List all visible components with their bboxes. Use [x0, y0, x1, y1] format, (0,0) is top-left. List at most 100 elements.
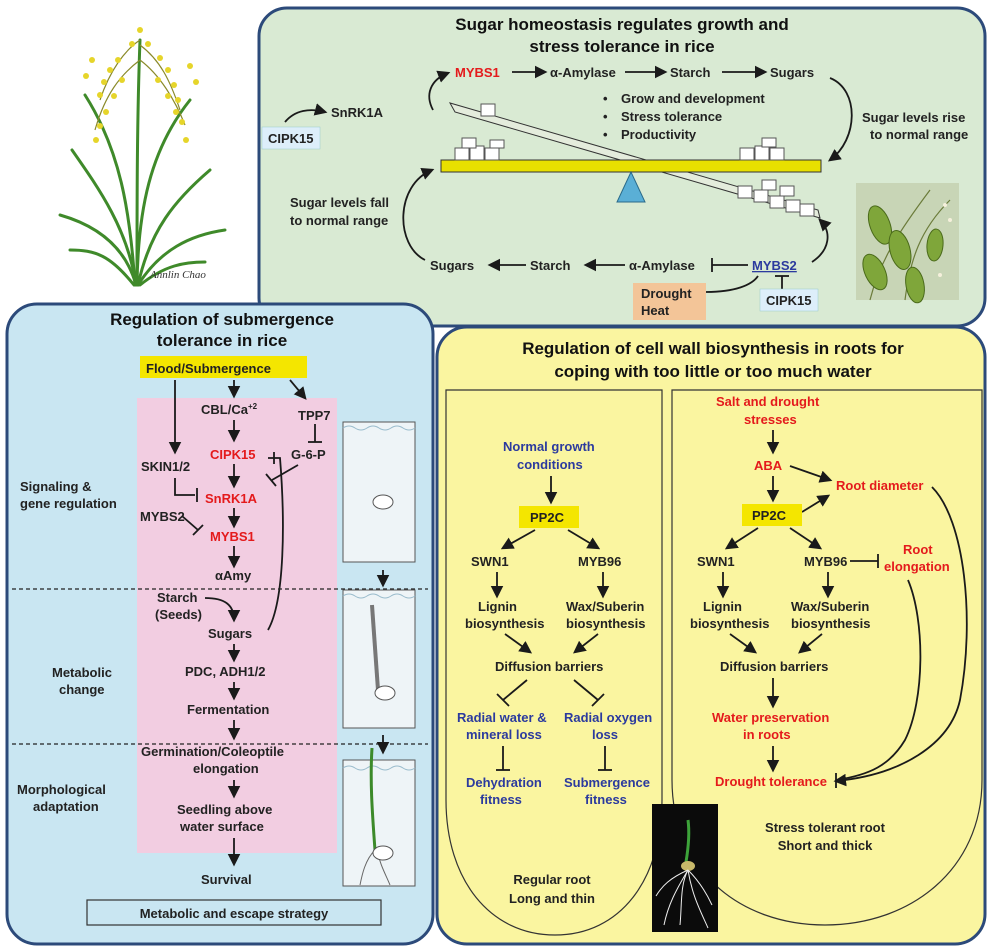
flood-box	[140, 356, 307, 378]
myb96-left: MYB96	[578, 554, 621, 569]
rice-grain-photo	[856, 183, 959, 304]
left-sugars: Sugars	[208, 626, 252, 641]
fall-line1: Sugar levels fall	[290, 195, 389, 210]
root-elongation-1: Root	[903, 542, 933, 557]
submergence-fit-2: fitness	[585, 792, 627, 807]
drought-heat-box	[633, 283, 706, 320]
left-title-line2: tolerance in rice	[157, 331, 287, 350]
bullet-growth: Grow and development	[621, 91, 765, 106]
fermentation: Fermentation	[187, 702, 269, 717]
aamy: αAmy	[215, 568, 252, 583]
stage-signaling-1: Signaling &	[20, 479, 92, 494]
normal-growth-1: Normal growth	[503, 439, 595, 454]
stage-metabolic-1: Metabolic	[52, 665, 112, 680]
germination-1: Germination/Coleoptile	[141, 744, 284, 759]
seesaw-balance	[440, 102, 822, 219]
radial-oxygen-2: loss	[592, 727, 618, 742]
skin12: SKIN1/2	[141, 459, 190, 474]
drought-tolerance: Drought tolerance	[715, 774, 827, 789]
water-preservation-1: Water preservation	[712, 710, 829, 725]
lignin-left-1: Lignin	[478, 599, 517, 614]
swn1-left: SWN1	[471, 554, 509, 569]
seedling-2: water surface	[179, 819, 264, 834]
rise-line2: to normal range	[870, 127, 968, 142]
salt-drought-1: Salt and drought	[716, 394, 820, 409]
starch-seeds-1: Starch	[157, 590, 198, 605]
regular-root-2: Long and thin	[509, 891, 595, 906]
cell-wall-panel	[435, 325, 987, 946]
dehydration-1: Dehydration	[466, 775, 542, 790]
pdc-adh: PDC, ADH1/2	[185, 664, 265, 679]
fall-line2: to normal range	[290, 213, 388, 228]
top-mybs1: MYBS1	[455, 65, 500, 80]
root-diameter: Root diameter	[836, 478, 923, 493]
outcome-bullet-list: • Grow and development • Stress toleranc…	[603, 91, 765, 142]
lignin-right-2: biosynthesis	[690, 616, 769, 631]
g6p: G-6-P	[291, 447, 326, 462]
top-sugars-bottom: Sugars	[430, 258, 474, 273]
left-mybs1: MYBS1	[210, 529, 255, 544]
stage-morph-1: Morphological	[17, 782, 106, 797]
top-starch: Starch	[670, 65, 711, 80]
normal-growth-2: conditions	[517, 457, 583, 472]
left-snrk1a: SnRK1A	[205, 491, 258, 506]
stress-root-2: Short and thick	[778, 838, 873, 853]
survival: Survival	[201, 872, 252, 887]
stage-metabolic-2: change	[59, 682, 105, 697]
top-starch-bottom: Starch	[530, 258, 571, 273]
svg-text:•: •	[603, 109, 608, 124]
salt-drought-2: stresses	[744, 412, 797, 427]
regular-root-1: Regular root	[513, 872, 591, 887]
strategy-box	[86, 899, 382, 926]
pathway-pink-region	[137, 398, 337, 853]
rise-line1: Sugar levels rise	[862, 110, 965, 125]
lignin-right-1: Lignin	[703, 599, 742, 614]
left-cipk15: CIPK15	[210, 447, 256, 462]
top-alpha-amylase-bottom: α-Amylase	[629, 258, 695, 273]
top-alpha-amylase: α-Amylase	[550, 65, 616, 80]
top-snrk1a: SnRK1A	[331, 105, 384, 120]
top-cipk15-bottom: CIPK15	[766, 293, 812, 308]
bullet-productivity: Productivity	[621, 127, 697, 142]
bottom-cipk15-box	[759, 288, 819, 312]
rice-plant-illustration	[58, 27, 227, 287]
left-title-line1: Regulation of submergence	[110, 310, 334, 329]
water-preservation-2: in roots	[743, 727, 791, 742]
svg-text:•: •	[603, 127, 608, 142]
top-mybs2: MYBS2	[752, 258, 797, 273]
swn1-right: SWN1	[697, 554, 735, 569]
germination-2: elongation	[193, 761, 259, 776]
stress-drought: Drought	[641, 286, 692, 301]
wax-left-2: biosynthesis	[566, 616, 645, 631]
strategy-label: Metabolic and escape strategy	[140, 906, 329, 921]
top-cipk15: CIPK15	[268, 131, 314, 146]
pp2c-box-right	[742, 504, 802, 526]
wax-right-1: Wax/Suberin	[791, 599, 869, 614]
wax-left-1: Wax/Suberin	[566, 599, 644, 614]
seedling-photo	[652, 804, 718, 932]
diffusion-right: Diffusion barriers	[720, 659, 828, 674]
radial-water-2: mineral loss	[466, 727, 542, 742]
submergence-fit-1: Submergence	[564, 775, 650, 790]
radial-water-1: Radial water &	[457, 710, 547, 725]
top-title-line1: Sugar homeostasis regulates growth and	[455, 15, 788, 34]
dehydration-2: fitness	[480, 792, 522, 807]
stage-morph-2: adaptation	[33, 799, 99, 814]
right-title-line1: Regulation of cell wall biosynthesis in …	[522, 339, 904, 358]
root-elongation-2: elongation	[884, 559, 950, 574]
artist-signature: Annlin Chao	[149, 269, 206, 281]
seed-in-water-panel-3	[342, 747, 416, 887]
stage-signaling-2: gene regulation	[20, 496, 117, 511]
wax-right-2: biosynthesis	[791, 616, 870, 631]
radial-oxygen-1: Radial oxygen	[564, 710, 652, 725]
stress-root-1: Stress tolerant root	[765, 820, 886, 835]
pp2c-right: PP2C	[752, 508, 787, 523]
flood-submergence: Flood/Submergence	[146, 361, 271, 376]
bullet-stress: Stress tolerance	[621, 109, 722, 124]
starch-seeds-2: (Seeds)	[155, 607, 202, 622]
seed-in-water-panel-2	[342, 589, 416, 729]
top-sugars: Sugars	[770, 65, 814, 80]
left-mybs2: MYBS2	[140, 509, 185, 524]
right-title-line2: coping with too little or too much water	[554, 362, 872, 381]
